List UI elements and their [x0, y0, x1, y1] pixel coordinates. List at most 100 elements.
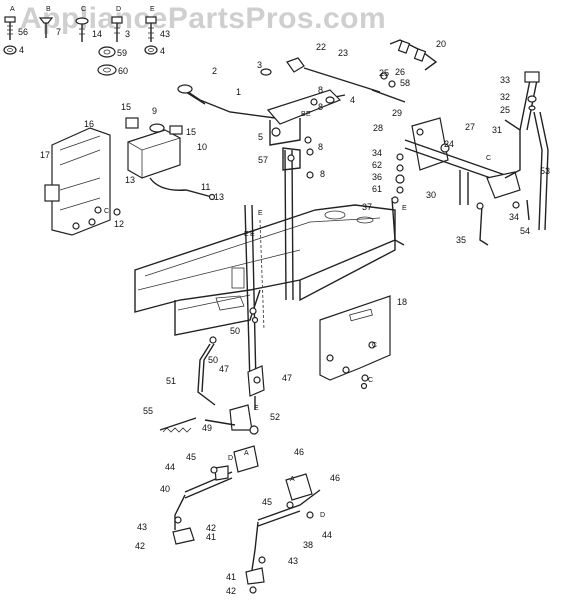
legend-number-43: 43 — [160, 29, 170, 39]
callout-2: 2 — [212, 66, 217, 76]
callout-38: 38 — [303, 540, 313, 550]
mark-e3: E — [250, 231, 255, 238]
lower-linkage-assembly — [159, 307, 265, 435]
callout-51: 51 — [166, 376, 176, 386]
callout-15a: 15 — [121, 102, 131, 112]
callout-45b: 45 — [262, 497, 272, 507]
callout-41a: 41 — [206, 532, 216, 542]
mark-a2: A — [290, 476, 295, 483]
callout-23: 23 — [338, 48, 348, 58]
callout-4: 4 — [350, 95, 355, 105]
left-panel-assembly — [44, 117, 216, 236]
callout-16: 16 — [84, 119, 94, 129]
mark-c4: C — [368, 377, 373, 384]
callout-10: 10 — [197, 142, 207, 152]
callout-1: 1 — [236, 87, 241, 97]
bottom-linkage-assembly — [172, 445, 321, 594]
callout-55: 55 — [143, 406, 153, 416]
side-plate-assembly — [319, 295, 391, 390]
tractor-frame — [134, 204, 396, 336]
legend-number-60: 60 — [118, 66, 128, 76]
legend-number-7: 7 — [56, 27, 61, 37]
mark-b1: B — [301, 111, 306, 118]
callout-47a: 47 — [219, 364, 229, 374]
mark-c1: C — [104, 208, 109, 215]
callout-41b: 41 — [226, 572, 236, 582]
legend-letter-a: A — [10, 6, 15, 13]
callout-18: 18 — [397, 297, 407, 307]
bolt-a-icon — [4, 16, 16, 40]
mark-e6: E — [402, 205, 407, 212]
callout-36: 36 — [372, 172, 382, 182]
callout-42c: 42 — [226, 586, 236, 596]
callout-8c: 8 — [318, 142, 323, 152]
callout-22: 22 — [316, 42, 326, 52]
callout-49: 49 — [202, 423, 212, 433]
mark-c2: C — [372, 342, 377, 349]
callout-8d: 8 — [320, 169, 325, 179]
callout-11: 11 — [201, 182, 210, 192]
mark-d2: D — [320, 512, 325, 519]
legend-letter-b: B — [46, 6, 51, 13]
callout-12: 12 — [114, 219, 124, 229]
bolt-d-icon — [111, 16, 123, 42]
legend-letter-c: C — [81, 6, 86, 13]
callout-28: 28 — [373, 123, 383, 133]
callout-58: 58 — [400, 78, 410, 88]
callout-labels: 1 2 3 4 5 8 8 8 8 9 10 11 12 13 13 15 15… — [40, 39, 550, 596]
nut-4-right-icon — [144, 45, 158, 55]
callout-50a: 50 — [230, 326, 240, 336]
callout-43a: 43 — [137, 522, 147, 532]
mark-e4: E — [254, 405, 259, 412]
callout-8a: 8 — [318, 85, 323, 95]
callout-54: 54 — [520, 226, 530, 236]
callout-62: 62 — [372, 160, 382, 170]
callout-15b: 15 — [186, 127, 196, 137]
callout-9: 9 — [152, 106, 157, 116]
screw-b-icon — [38, 17, 54, 38]
mark-e1: E — [258, 210, 263, 217]
callout-46b: 46 — [330, 473, 340, 483]
bolt-c-icon — [75, 17, 89, 42]
callout-33: 33 — [500, 75, 510, 85]
callout-20: 20 — [436, 39, 446, 49]
mark-c3: C — [486, 155, 491, 162]
callout-47b: 47 — [282, 373, 292, 383]
callout-17: 17 — [40, 150, 50, 160]
legend-number-4-left: 4 — [19, 45, 24, 55]
legend-number-4-right: 4 — [160, 46, 165, 56]
callout-25a: 25 — [379, 68, 389, 78]
callout-34a: 34 — [372, 148, 382, 158]
washer-60-icon — [97, 64, 117, 76]
callout-13a: 13 — [125, 175, 135, 185]
legend-number-56: 56 — [18, 27, 28, 37]
callout-45a: 45 — [186, 452, 196, 462]
callout-57: 57 — [258, 155, 268, 165]
mark-a1: A — [244, 450, 249, 457]
callout-61: 61 — [372, 184, 382, 194]
legend-letter-d: D — [116, 6, 121, 13]
callout-53: 53 — [540, 166, 550, 176]
callout-27: 27 — [465, 122, 475, 132]
callout-25b: 25 — [500, 105, 510, 115]
bolt-e-icon — [145, 16, 157, 42]
nut-4-left-icon — [3, 45, 17, 55]
legend-number-14: 14 — [92, 29, 102, 39]
lock-washer-59-icon — [98, 46, 116, 58]
mark-e5: E — [306, 111, 311, 118]
lift-lever-assembly — [177, 68, 346, 179]
hardware-letter-marks: A A B C C C C D D E E E E E E — [104, 111, 491, 519]
callout-24: 24 — [444, 139, 454, 149]
callout-8b: 8 — [318, 102, 323, 112]
callout-52: 52 — [270, 412, 280, 422]
vertical-rods — [244, 149, 294, 386]
callout-42a: 42 — [206, 523, 216, 533]
callout-29: 29 — [392, 108, 402, 118]
callout-34b: 34 — [509, 212, 519, 222]
legend-letter-e: E — [150, 6, 155, 13]
callout-26: 26 — [395, 67, 405, 77]
mark-d1: D — [228, 455, 233, 462]
pedal-assembly — [391, 71, 549, 246]
callout-30: 30 — [426, 190, 436, 200]
